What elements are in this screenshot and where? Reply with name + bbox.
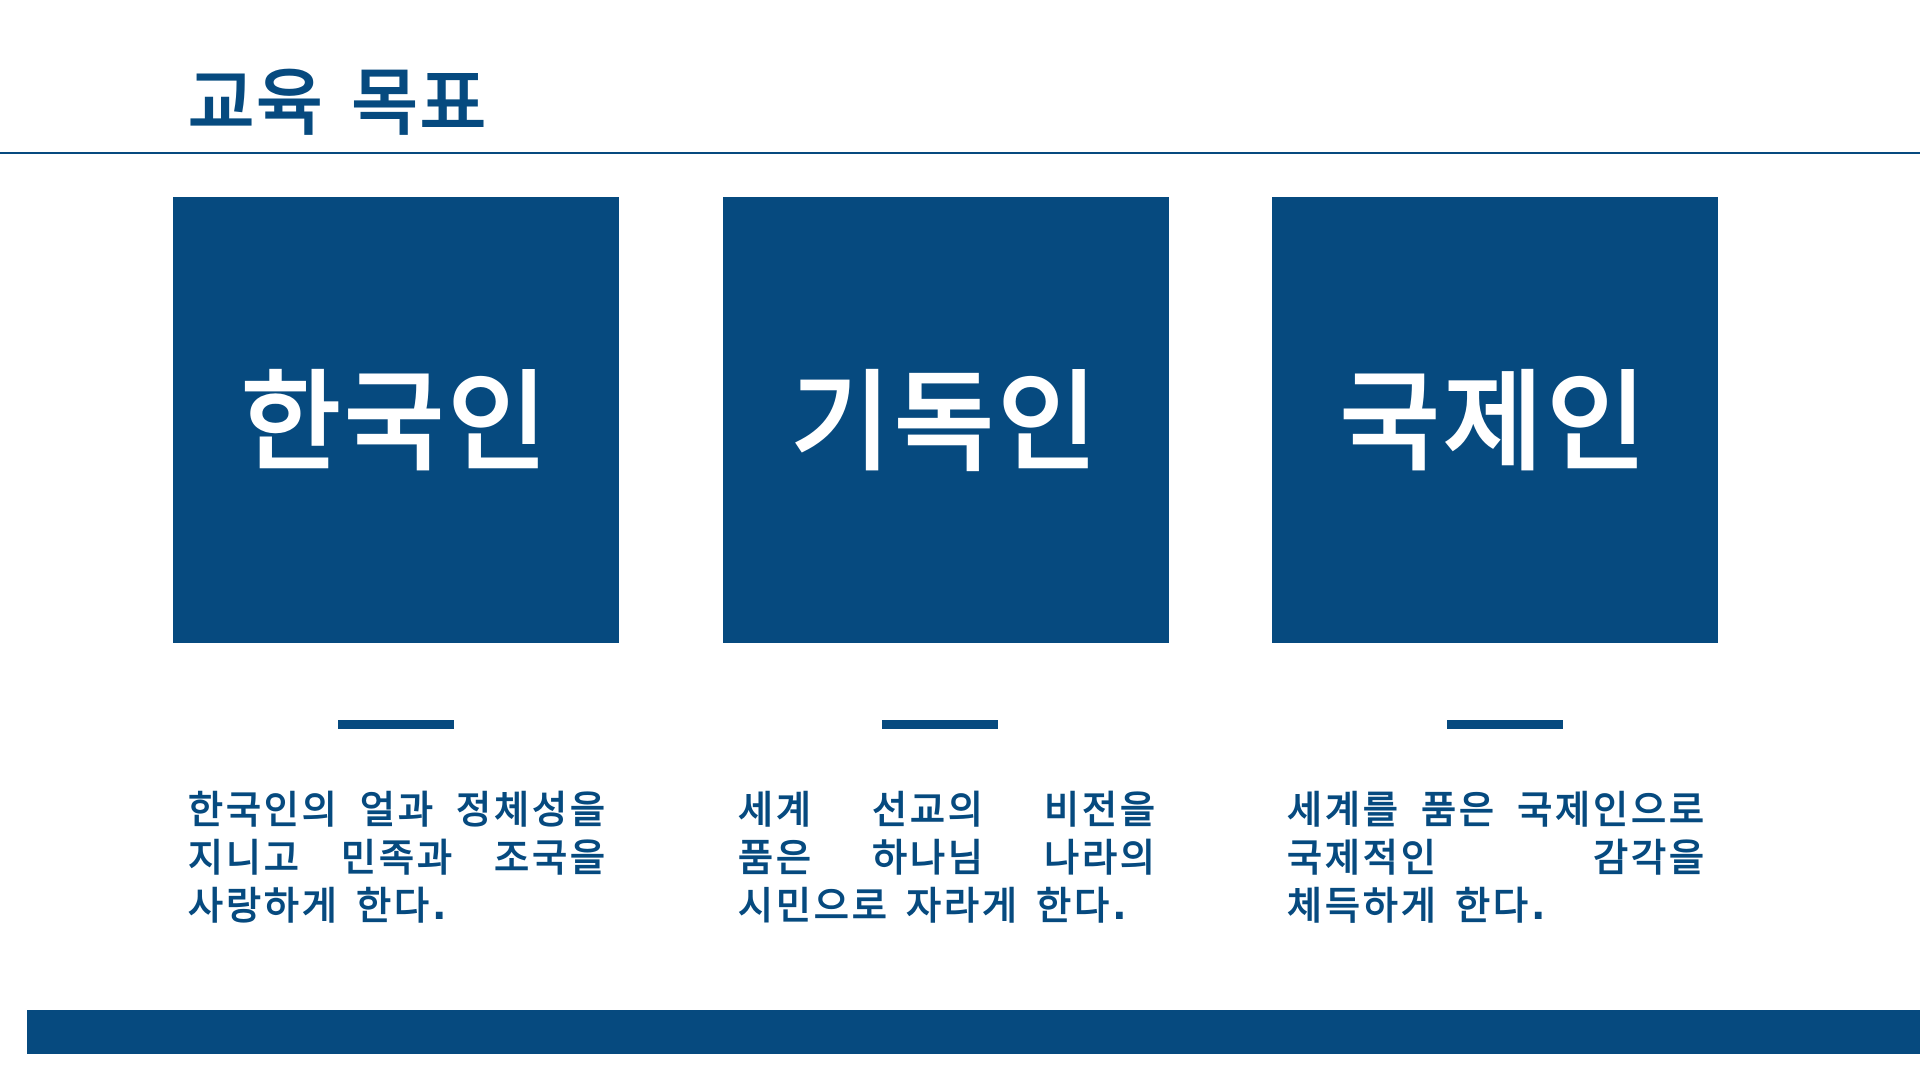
goal-dash-divider <box>882 720 998 729</box>
goal-description: 세계를 품은 국제인으로 국제적인 감각을 체득하게 한다. <box>1287 788 1707 928</box>
title-divider <box>0 152 1920 154</box>
goal-label: 기독인 <box>790 361 1102 486</box>
goal-box: 기독인 <box>723 197 1169 643</box>
goal-dash-divider <box>1447 720 1563 729</box>
slide-title: 교육 목표 <box>188 61 489 145</box>
goal-label: 한국인 <box>240 361 552 486</box>
goal-description: 세계 선교의 비전을 품은 하나님 나라의 시민으로 자라게 한다. <box>738 788 1158 928</box>
goal-description: 한국인의 얼과 정체성을 지니고 민족과 조국을 사랑하게 한다. <box>188 788 608 928</box>
goal-label: 국제인 <box>1339 361 1651 486</box>
footer-bar <box>27 1010 1920 1054</box>
goal-box: 한국인 <box>173 197 619 643</box>
goal-dash-divider <box>338 720 454 729</box>
goal-box: 국제인 <box>1272 197 1718 643</box>
